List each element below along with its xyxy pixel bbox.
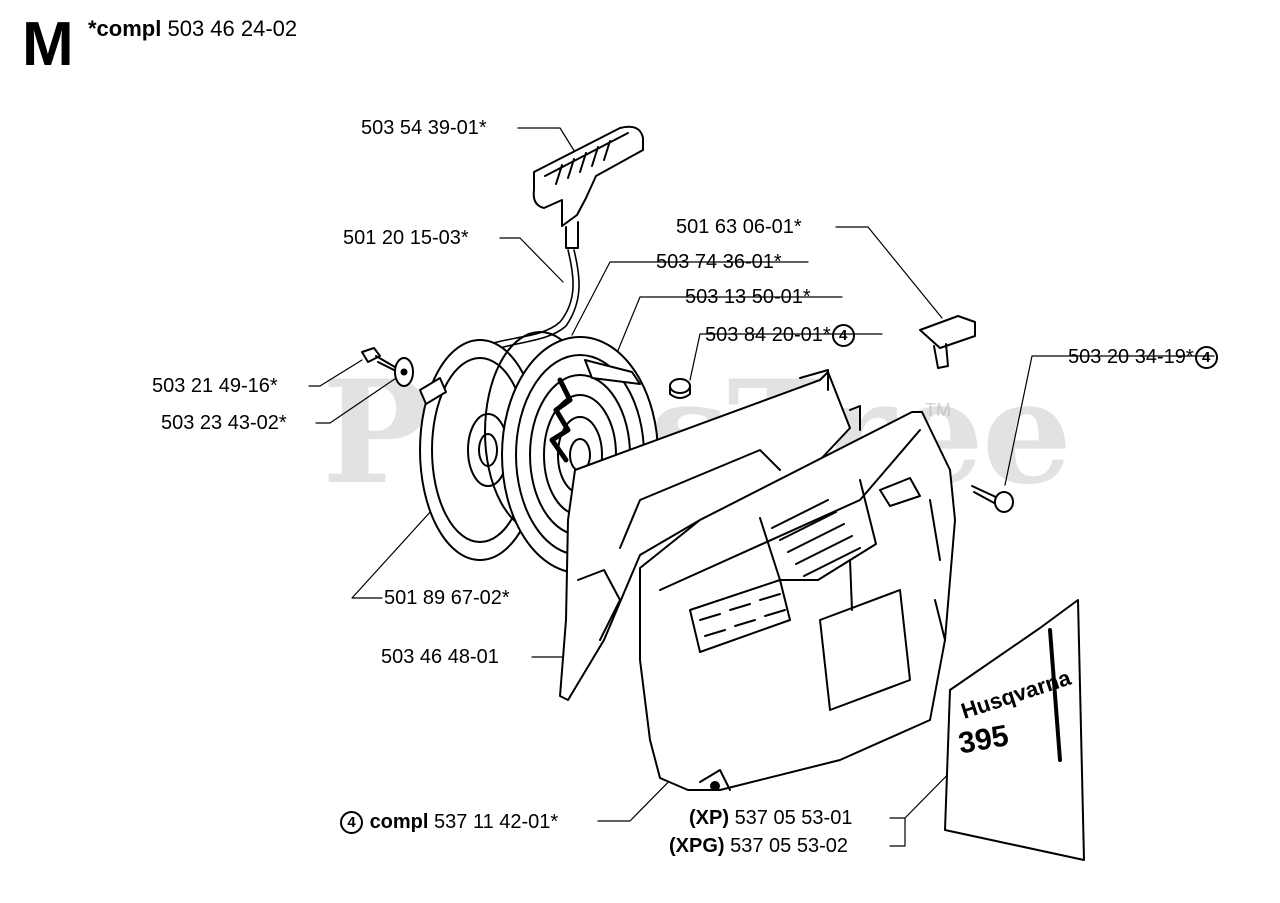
starter-handle-drawing <box>532 125 644 249</box>
callout-center-screw[interactable]: 503 21 49-16* <box>152 375 278 397</box>
callout-spring[interactable]: 503 13 50-01* <box>685 286 811 308</box>
side-screw-drawing <box>971 485 1014 513</box>
sleeve-part-number: 503 84 20-01* <box>705 324 831 346</box>
xpg-prefix: (XPG) <box>669 835 725 857</box>
watermark-trademark: TM <box>925 400 951 420</box>
compl-prefix: *compl <box>88 16 162 41</box>
xp-prefix: (XP) <box>689 807 729 829</box>
rope-guide-drawing <box>919 315 976 369</box>
side-screw-circle-badge: 4 <box>1194 346 1218 369</box>
assembly-heading: *compl 503 46 24-02 <box>88 16 297 42</box>
xpg-part-number: 537 05 53-02 <box>730 835 849 857</box>
callout-rope-guide[interactable]: 501 63 06-01* <box>676 216 802 238</box>
callout-decal-xpg[interactable]: (XPG) 537 05 53-02 <box>669 836 848 856</box>
callout-housing[interactable]: 503 46 48-01 <box>381 646 499 668</box>
callout-washer[interactable]: 503 23 43-02* <box>161 412 287 434</box>
callout-starter-cover[interactable]: 4 compl 537 11 42-01* <box>339 811 558 834</box>
starter-rope-drawing <box>474 249 580 357</box>
cover-part-number: 537 11 42-01* <box>434 811 559 833</box>
xp-part-number: 537 05 53-01 <box>734 807 853 829</box>
callout-pulley[interactable]: 503 74 36-01* <box>656 251 782 273</box>
callout-handle[interactable]: 503 54 39-01* <box>361 117 487 139</box>
callout-sleeve[interactable]: 503 84 20-01*4 <box>705 324 856 347</box>
cover-compl-prefix: compl <box>369 811 429 833</box>
section-letter: M <box>22 10 74 79</box>
callout-spring-cassette[interactable]: 501 89 67-02* <box>384 587 510 609</box>
sleeve-circle-badge: 4 <box>831 324 855 347</box>
decal-drawing <box>944 599 1085 861</box>
callout-rope[interactable]: 501 20 15-03* <box>343 227 469 249</box>
sleeve-drawing <box>669 378 691 399</box>
cover-circle-badge: 4 <box>340 811 363 834</box>
callout-side-screw[interactable]: 503 20 34-19*4 <box>1068 346 1219 369</box>
callout-decal-xp[interactable]: (XP) 537 05 53-01 <box>689 808 852 828</box>
center-screw-drawing <box>361 347 414 387</box>
side-screw-part-number: 503 20 34-19* <box>1068 346 1194 368</box>
assembly-part-number: 503 46 24-02 <box>167 16 298 41</box>
starter-cover-drawing <box>639 411 956 791</box>
